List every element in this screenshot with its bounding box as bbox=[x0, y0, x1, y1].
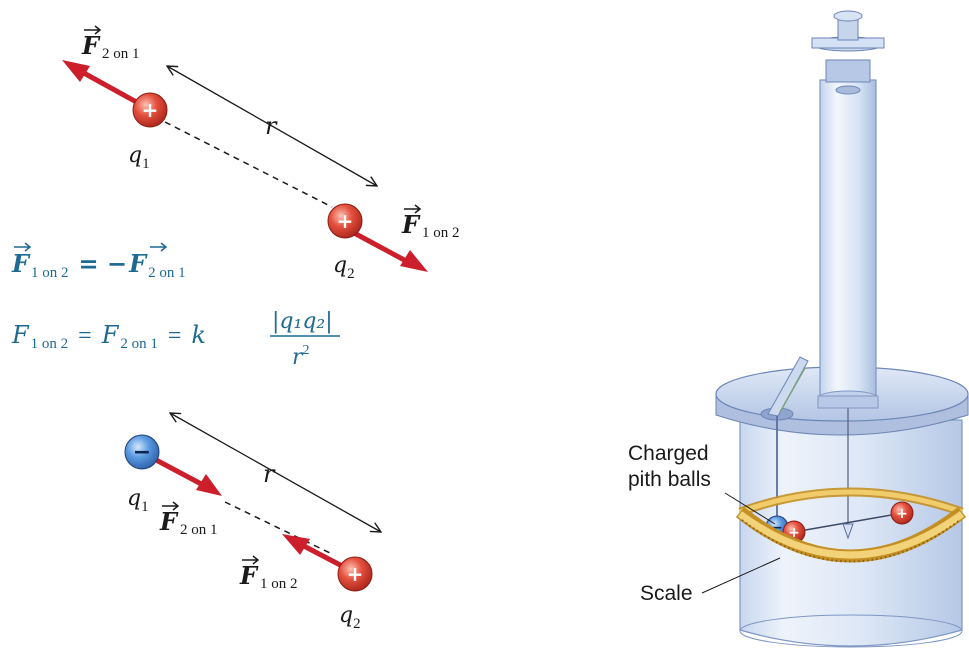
charge-sign: − bbox=[771, 520, 783, 536]
svg-text:F1 on 2: F1 on 2 bbox=[239, 561, 298, 592]
charge-sign: + bbox=[896, 506, 908, 522]
fiber-clamp bbox=[835, 85, 861, 95]
force-arrow-2-on-1 bbox=[62, 60, 143, 107]
force-arrow-1-on-2 bbox=[282, 534, 347, 570]
charge-q1-label: q1 bbox=[127, 486, 149, 515]
svg-text:F2 on 1: F2 on 1 bbox=[159, 507, 218, 538]
torsion-balance-apparatus: − + + Charged pith balls Scale bbox=[628, 10, 969, 648]
charge-q2-positive: + bbox=[327, 203, 363, 239]
torsion-head-housing bbox=[825, 59, 871, 83]
vector-arrow-icon bbox=[150, 242, 168, 252]
label-pith-balls: pith balls bbox=[628, 468, 711, 491]
glass-cylinder bbox=[739, 419, 963, 647]
cylinder-base-edge bbox=[739, 614, 963, 648]
scale-ring-back-face bbox=[739, 489, 963, 515]
charge-q2-label: q2 bbox=[333, 253, 355, 282]
scale-ring-front-face bbox=[737, 511, 965, 559]
charge-sign: + bbox=[788, 525, 800, 541]
callout-line-scale bbox=[701, 557, 781, 594]
distance-arrow bbox=[170, 413, 381, 532]
charge-sign: + bbox=[347, 562, 364, 586]
vector-arrow-icon bbox=[404, 204, 422, 214]
charge-q2-positive: + bbox=[337, 556, 373, 592]
svg-text:F2 on 1: F2 on 1 bbox=[81, 31, 140, 62]
separation-dashed-line bbox=[224, 501, 331, 554]
scale-ticks bbox=[741, 519, 961, 563]
svg-text:F1 on 2=F2 on 1=k: F1 on 2=F2 on 1=k bbox=[11, 321, 206, 352]
distance-label: r bbox=[263, 460, 276, 488]
charge-q2-label: q2 bbox=[339, 603, 361, 632]
force-arrow-2-on-1 bbox=[155, 458, 222, 496]
vector-arrow-icon bbox=[14, 242, 32, 252]
label-scale: Scale bbox=[640, 582, 693, 605]
pith-ball-positive-beam: + bbox=[890, 501, 914, 525]
force-arrow-1-on-2 bbox=[353, 231, 428, 272]
svg-text:F1 on 2= −F2 on 1: F1 on 2= −F2 on 1 bbox=[11, 249, 186, 281]
torsion-tube bbox=[819, 79, 877, 399]
insertion-rod-highlight bbox=[779, 367, 806, 413]
label-charged: Charged bbox=[628, 442, 709, 465]
charge-sign: − bbox=[133, 440, 151, 465]
counterweight bbox=[842, 523, 854, 540]
distance-arrow bbox=[167, 66, 377, 186]
vector-arrow-icon bbox=[162, 501, 180, 511]
torsion-knob bbox=[833, 10, 863, 22]
vector-arrow-icon bbox=[242, 555, 260, 565]
charge-q1-label: q1 bbox=[128, 143, 150, 172]
tube-base bbox=[817, 395, 879, 409]
fraction-numerator: |q₁q₂| bbox=[272, 309, 333, 334]
separation-dashed-line bbox=[164, 121, 333, 208]
distance-label: r bbox=[265, 112, 278, 140]
insertion-rod bbox=[767, 356, 809, 417]
svg-text:F1 on 2: F1 on 2 bbox=[401, 210, 460, 241]
charge-sign: + bbox=[337, 209, 354, 233]
fraction-denominator: r2 bbox=[292, 343, 310, 370]
vector-arrow-icon bbox=[84, 25, 102, 35]
charge-sign: + bbox=[142, 98, 159, 122]
torsion-beam bbox=[793, 512, 904, 533]
charge-q1-positive: + bbox=[132, 92, 168, 128]
charge-q1-negative: − bbox=[124, 434, 160, 470]
callout-line-pith-balls bbox=[724, 492, 776, 525]
